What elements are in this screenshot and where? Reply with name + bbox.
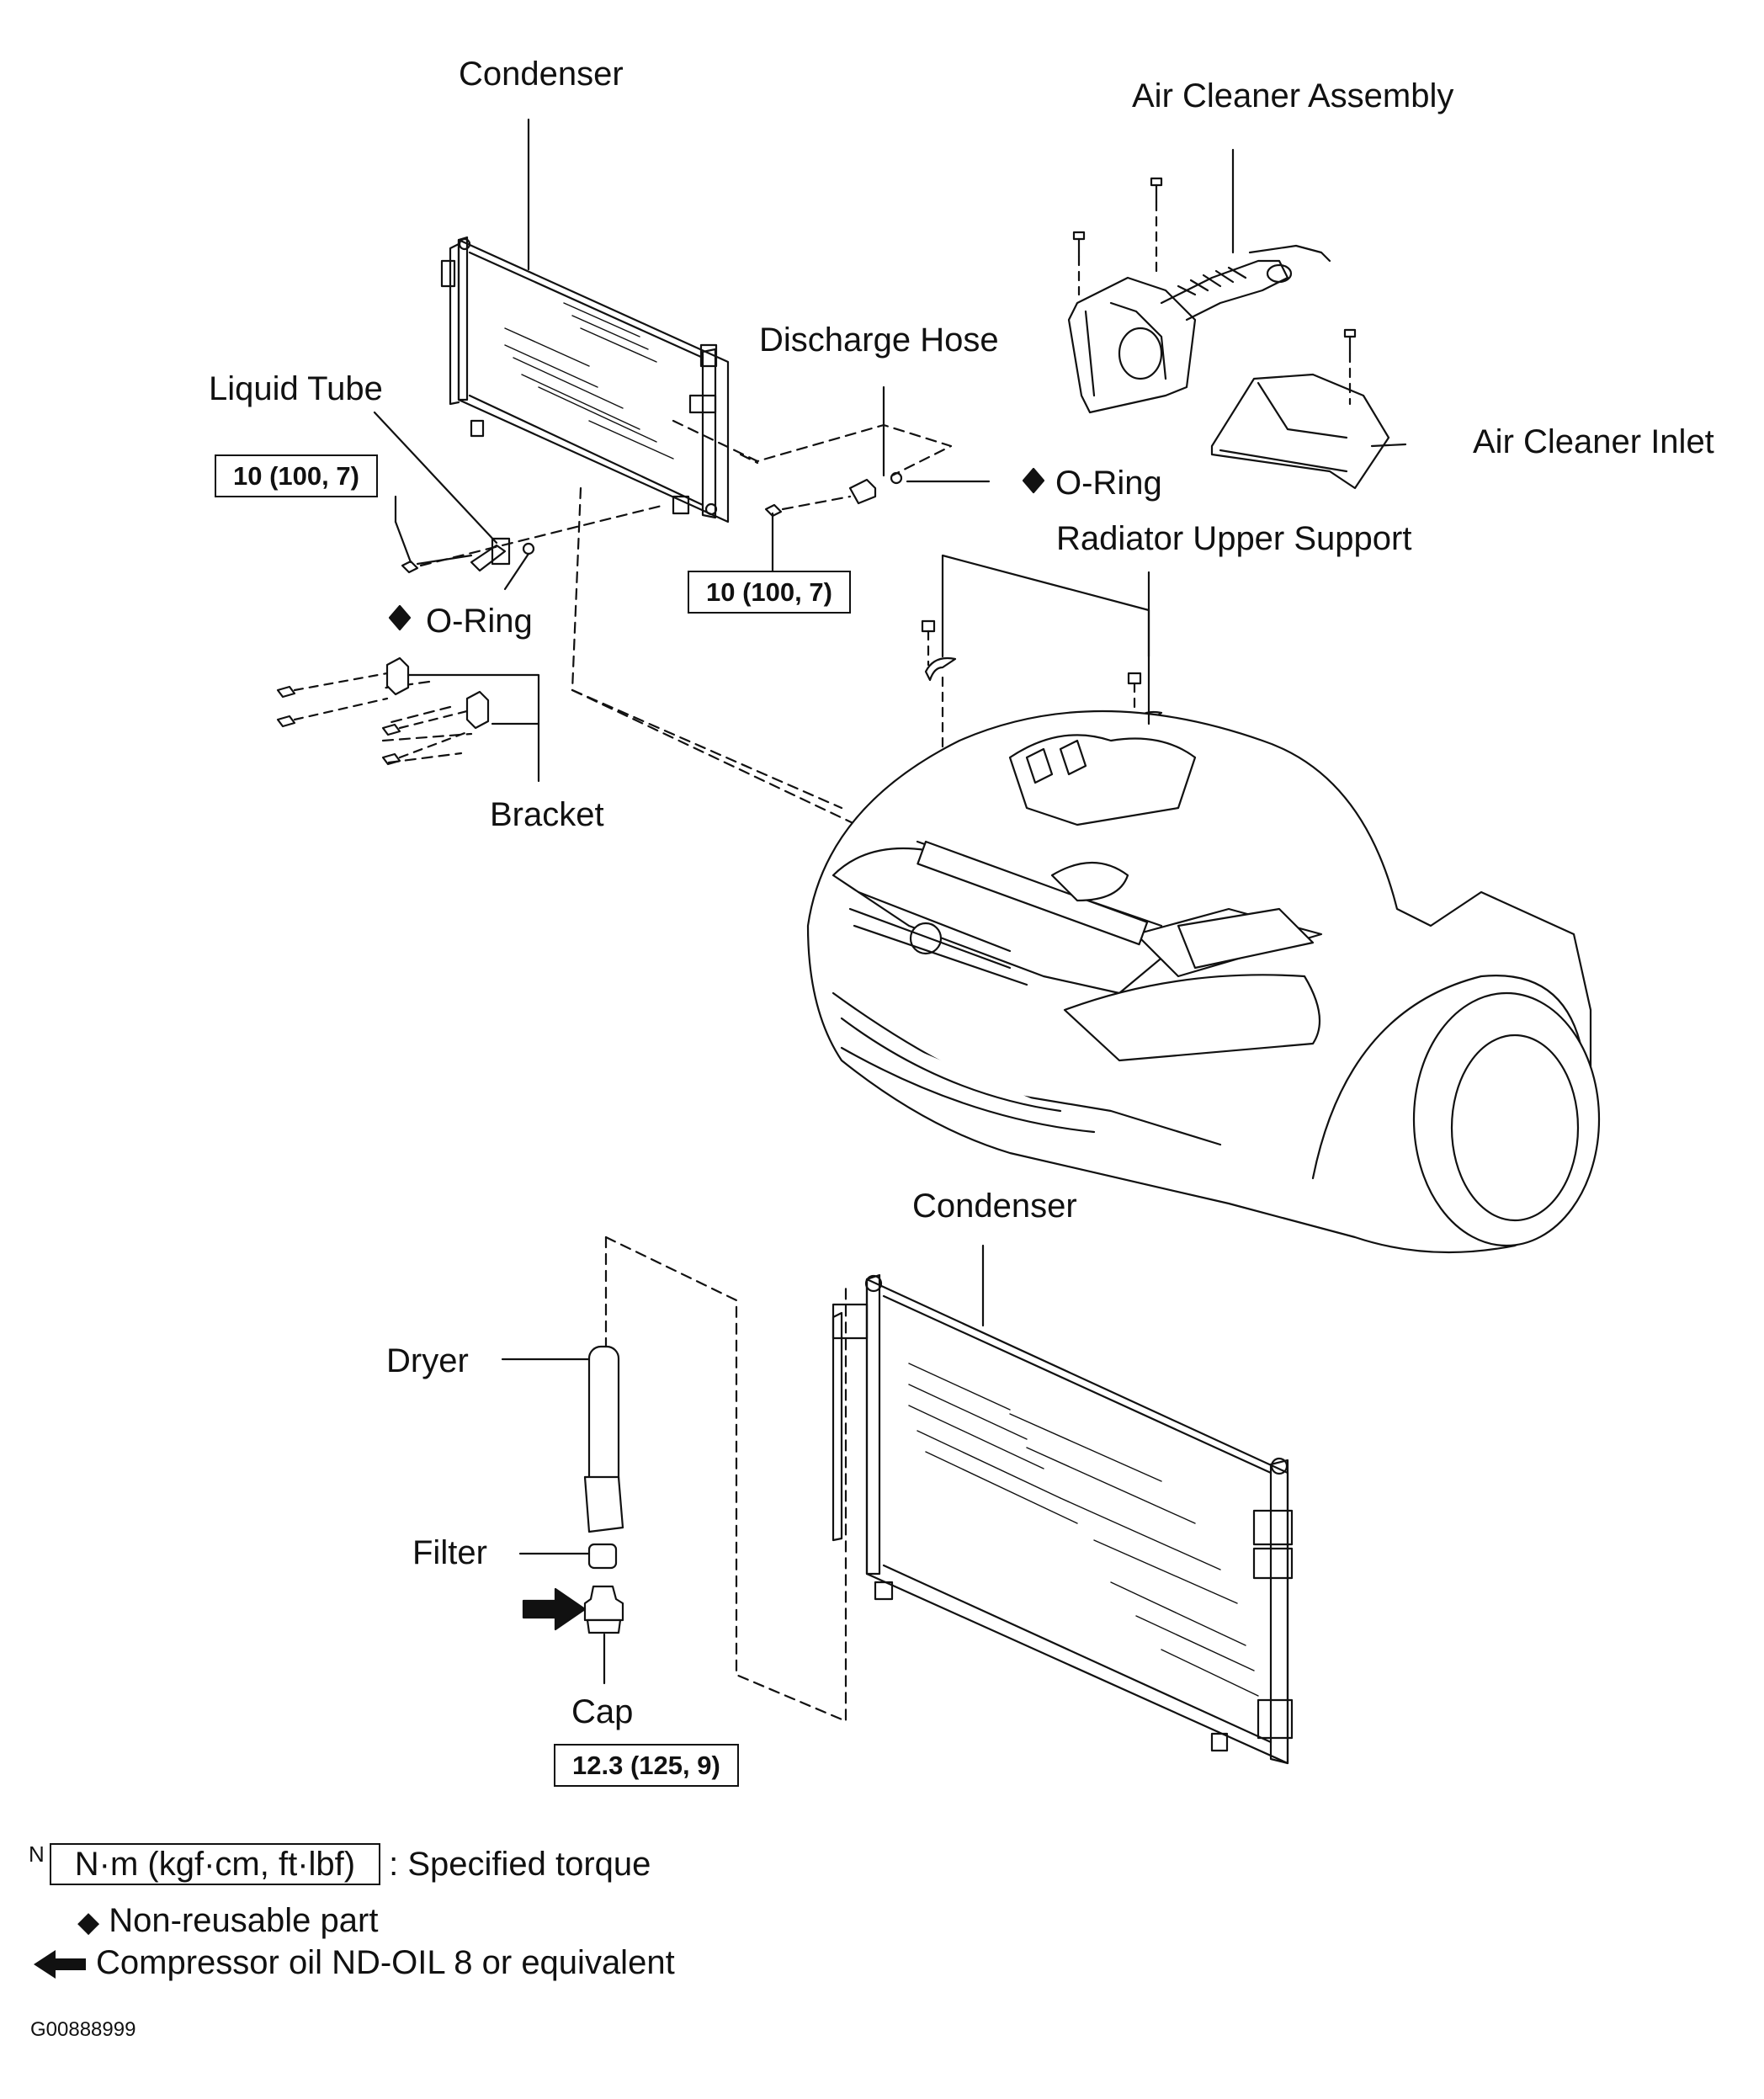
- condenser-top: [442, 237, 728, 522]
- label-condenser-top: Condenser: [459, 56, 624, 93]
- leader-lines: [375, 120, 1405, 1683]
- label-air-cleaner-assembly: Air Cleaner Assembly: [1132, 77, 1454, 114]
- oil-arrow-icon: [34, 1950, 86, 1979]
- label-bracket: Bracket: [490, 796, 604, 833]
- label-dryer: Dryer: [386, 1342, 469, 1379]
- liquid-tube-part: [402, 539, 534, 572]
- legend-non-reusable: ◆ Non-reusable part: [77, 1904, 378, 1937]
- diamond-icon: [390, 606, 410, 630]
- dryer-filter-cap-parts: [585, 1347, 623, 1633]
- air-cleaner-inlet-part: [1212, 375, 1389, 488]
- figure-code: G00888999: [30, 2018, 136, 2041]
- condenser-bottom: [833, 1275, 1292, 1763]
- legend-torque-desc: : Specified torque: [389, 1846, 651, 1883]
- label-condenser-bottom: Condenser: [912, 1188, 1077, 1225]
- legend-oil: Compressor oil ND-OIL 8 or equivalent: [34, 1946, 675, 1979]
- label-cap: Cap: [571, 1693, 634, 1730]
- torque-liquid-tube: 10 (100, 7): [215, 454, 378, 497]
- diamond-icon: ◆: [77, 1906, 100, 1938]
- air-cleaner-bolts: [1074, 178, 1355, 404]
- label-radiator-upper-support: Radiator Upper Support: [1056, 520, 1412, 557]
- car-front-drawing: [808, 711, 1599, 1252]
- discharge-hose-part: [766, 473, 901, 516]
- legend-diamond-desc: Non-reusable part: [109, 1902, 379, 1939]
- label-o-ring-right: O-Ring: [1055, 465, 1162, 502]
- oil-arrow-icon: [523, 1589, 585, 1629]
- legend-n-symbol: N: [29, 1841, 45, 1867]
- torque-cap: 12.3 (125, 9): [554, 1744, 739, 1787]
- label-filter: Filter: [412, 1534, 487, 1571]
- label-discharge-hose: Discharge Hose: [759, 321, 999, 359]
- diamond-icon: [1023, 469, 1044, 492]
- torque-discharge-hose: 10 (100, 7): [688, 571, 851, 614]
- label-o-ring-left: O-Ring: [426, 603, 533, 640]
- air-cleaner-assembly-part: [1069, 246, 1330, 412]
- bracket-parts: [278, 658, 488, 764]
- label-air-cleaner-inlet: Air Cleaner Inlet: [1473, 423, 1714, 460]
- dryer-dashed-outline: [606, 1237, 846, 1721]
- label-liquid-tube: Liquid Tube: [209, 370, 383, 407]
- legend-arrow-desc: Compressor oil ND-OIL 8 or equivalent: [96, 1944, 675, 1981]
- condenser-to-car-line: [572, 690, 842, 808]
- legend-torque-units: N·m (kgf·cm, ft·lbf): [49, 1843, 381, 1885]
